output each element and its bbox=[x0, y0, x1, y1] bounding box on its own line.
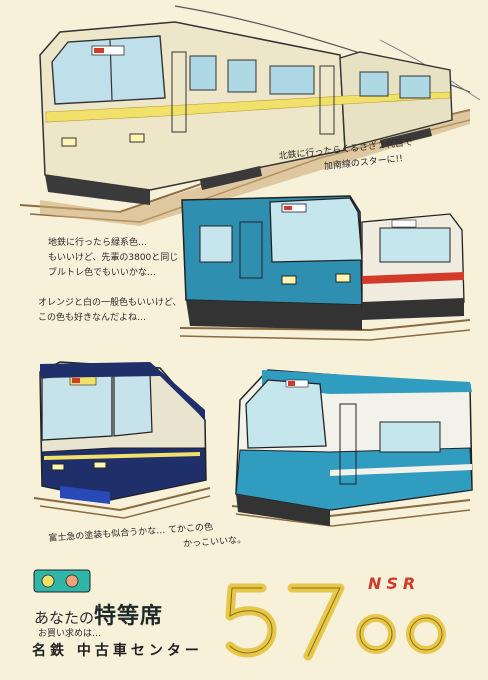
ad-dealer: 名鉄 中古車センター bbox=[32, 643, 203, 659]
ad-title-small: あなたの bbox=[34, 609, 95, 627]
ad-subtitle: お買い求めは… bbox=[38, 629, 102, 639]
nsr-tag: NSR bbox=[368, 574, 421, 593]
ad-title-big: 特等席 bbox=[94, 604, 164, 629]
note-chitetsu: 地鉄に行ったら緑系色… もいいけど、先輩の3800と同じ ブルトレ色でもいいかな… bbox=[48, 236, 178, 281]
note-orange-white: オレンジと白の一般色もいいけど、 この色も好きなんだよね… bbox=[38, 296, 181, 326]
note-line: もいいけど、先輩の3800と同じ bbox=[48, 253, 179, 263]
note-line: オレンジと白の一般色もいいけど、 bbox=[38, 298, 182, 308]
train-lightblue bbox=[231, 369, 473, 527]
train-cream-yellow bbox=[19, 21, 471, 226]
note-line: ブルトレ色でもいいかな… bbox=[48, 268, 156, 278]
ad-title: あなたの特等席 bbox=[34, 598, 163, 630]
note-line: 地鉄に行ったら緑系色… bbox=[48, 238, 148, 248]
note-line: この色も好きなんだよね… bbox=[38, 313, 147, 323]
train-navy bbox=[33, 361, 211, 519]
ad-icon-box bbox=[33, 569, 91, 593]
train-blue bbox=[179, 195, 471, 341]
model-logo bbox=[225, 583, 446, 661]
